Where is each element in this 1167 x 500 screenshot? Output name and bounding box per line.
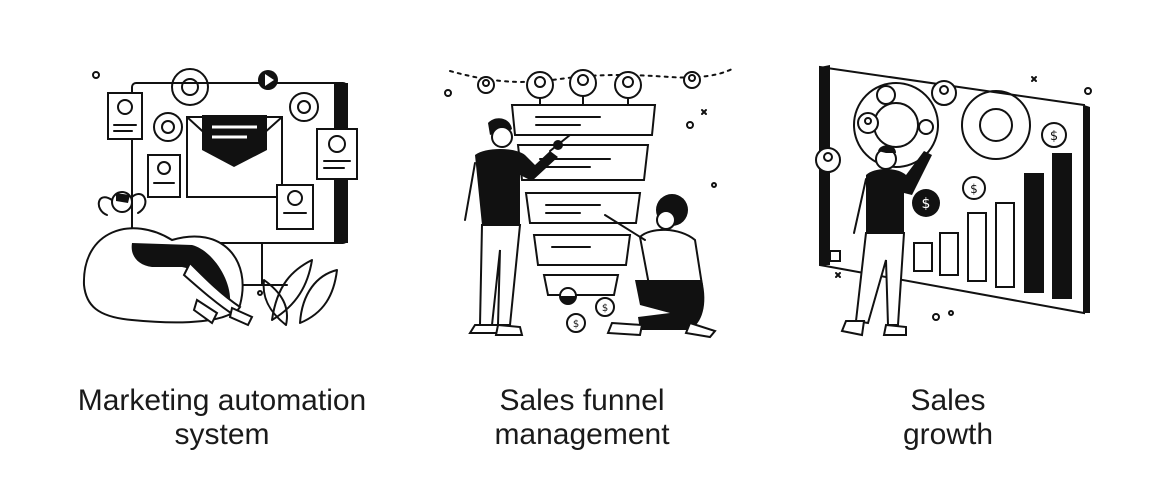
sales-growth-illustration: $ $ $ xyxy=(806,55,1106,355)
svg-text:$: $ xyxy=(970,182,978,196)
sales-funnel-illustration: $ $ xyxy=(440,55,740,355)
caption-line: growth xyxy=(902,418,994,451)
caption-sales-funnel: Sales funnel management xyxy=(402,384,762,452)
caption-line: Marketing automation xyxy=(77,384,367,417)
caption-line: management xyxy=(494,418,670,451)
svg-text:$: $ xyxy=(602,303,608,314)
caption-sales-growth: Sales growth xyxy=(768,384,1128,452)
caption-line: system xyxy=(174,418,270,451)
caption-line: Sales xyxy=(910,384,986,417)
svg-text:$: $ xyxy=(922,196,931,212)
marketing-automation-illustration xyxy=(72,55,372,355)
svg-text:$: $ xyxy=(573,319,579,330)
caption-line: Sales funnel xyxy=(499,384,665,417)
caption-marketing-automation: Marketing automation system xyxy=(42,384,402,452)
svg-text:$: $ xyxy=(1050,129,1058,144)
